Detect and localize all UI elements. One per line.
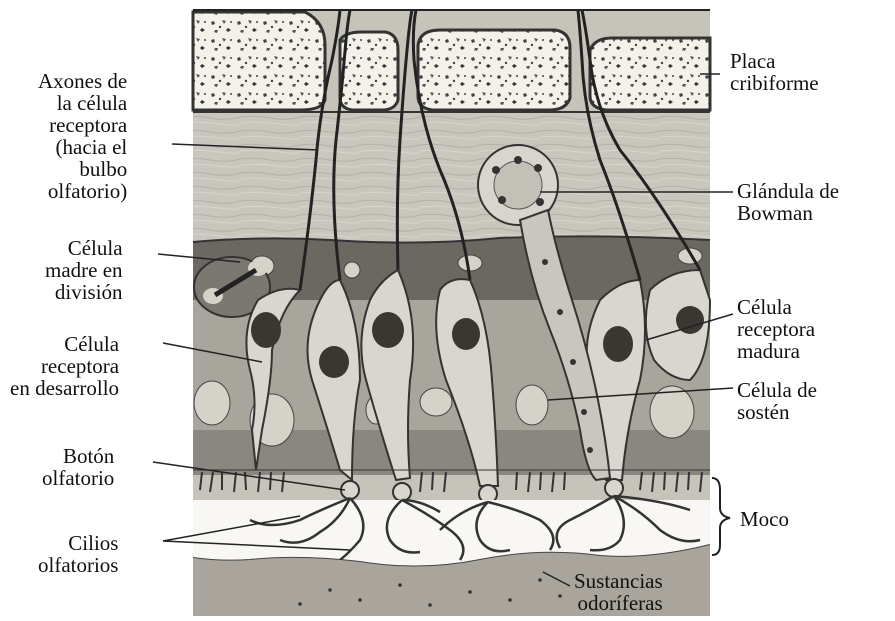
label-celula-madre: Célula madre en división xyxy=(45,237,123,303)
label-glandula-bowman: Glándula de Bowman xyxy=(737,180,839,224)
label-axones: Axones de la célula receptora (hacia el … xyxy=(38,70,127,202)
label-celula-sosten: Célula de sostén xyxy=(737,379,817,423)
label-placa-cribiforme: Placa cribiforme xyxy=(730,50,819,94)
label-celula-receptora-desarrollo: Célula receptora en desarrollo xyxy=(10,333,119,399)
label-moco: Moco xyxy=(740,508,789,530)
label-celula-receptora-madura: Célula receptora madura xyxy=(737,296,815,362)
label-sustancias-odoriferas: Sustancias odoríferas xyxy=(574,570,663,614)
label-cilios-olfatorios: Cilios olfatorios xyxy=(38,532,118,576)
label-boton-olfatorio: Botón olfatorio xyxy=(42,445,114,489)
